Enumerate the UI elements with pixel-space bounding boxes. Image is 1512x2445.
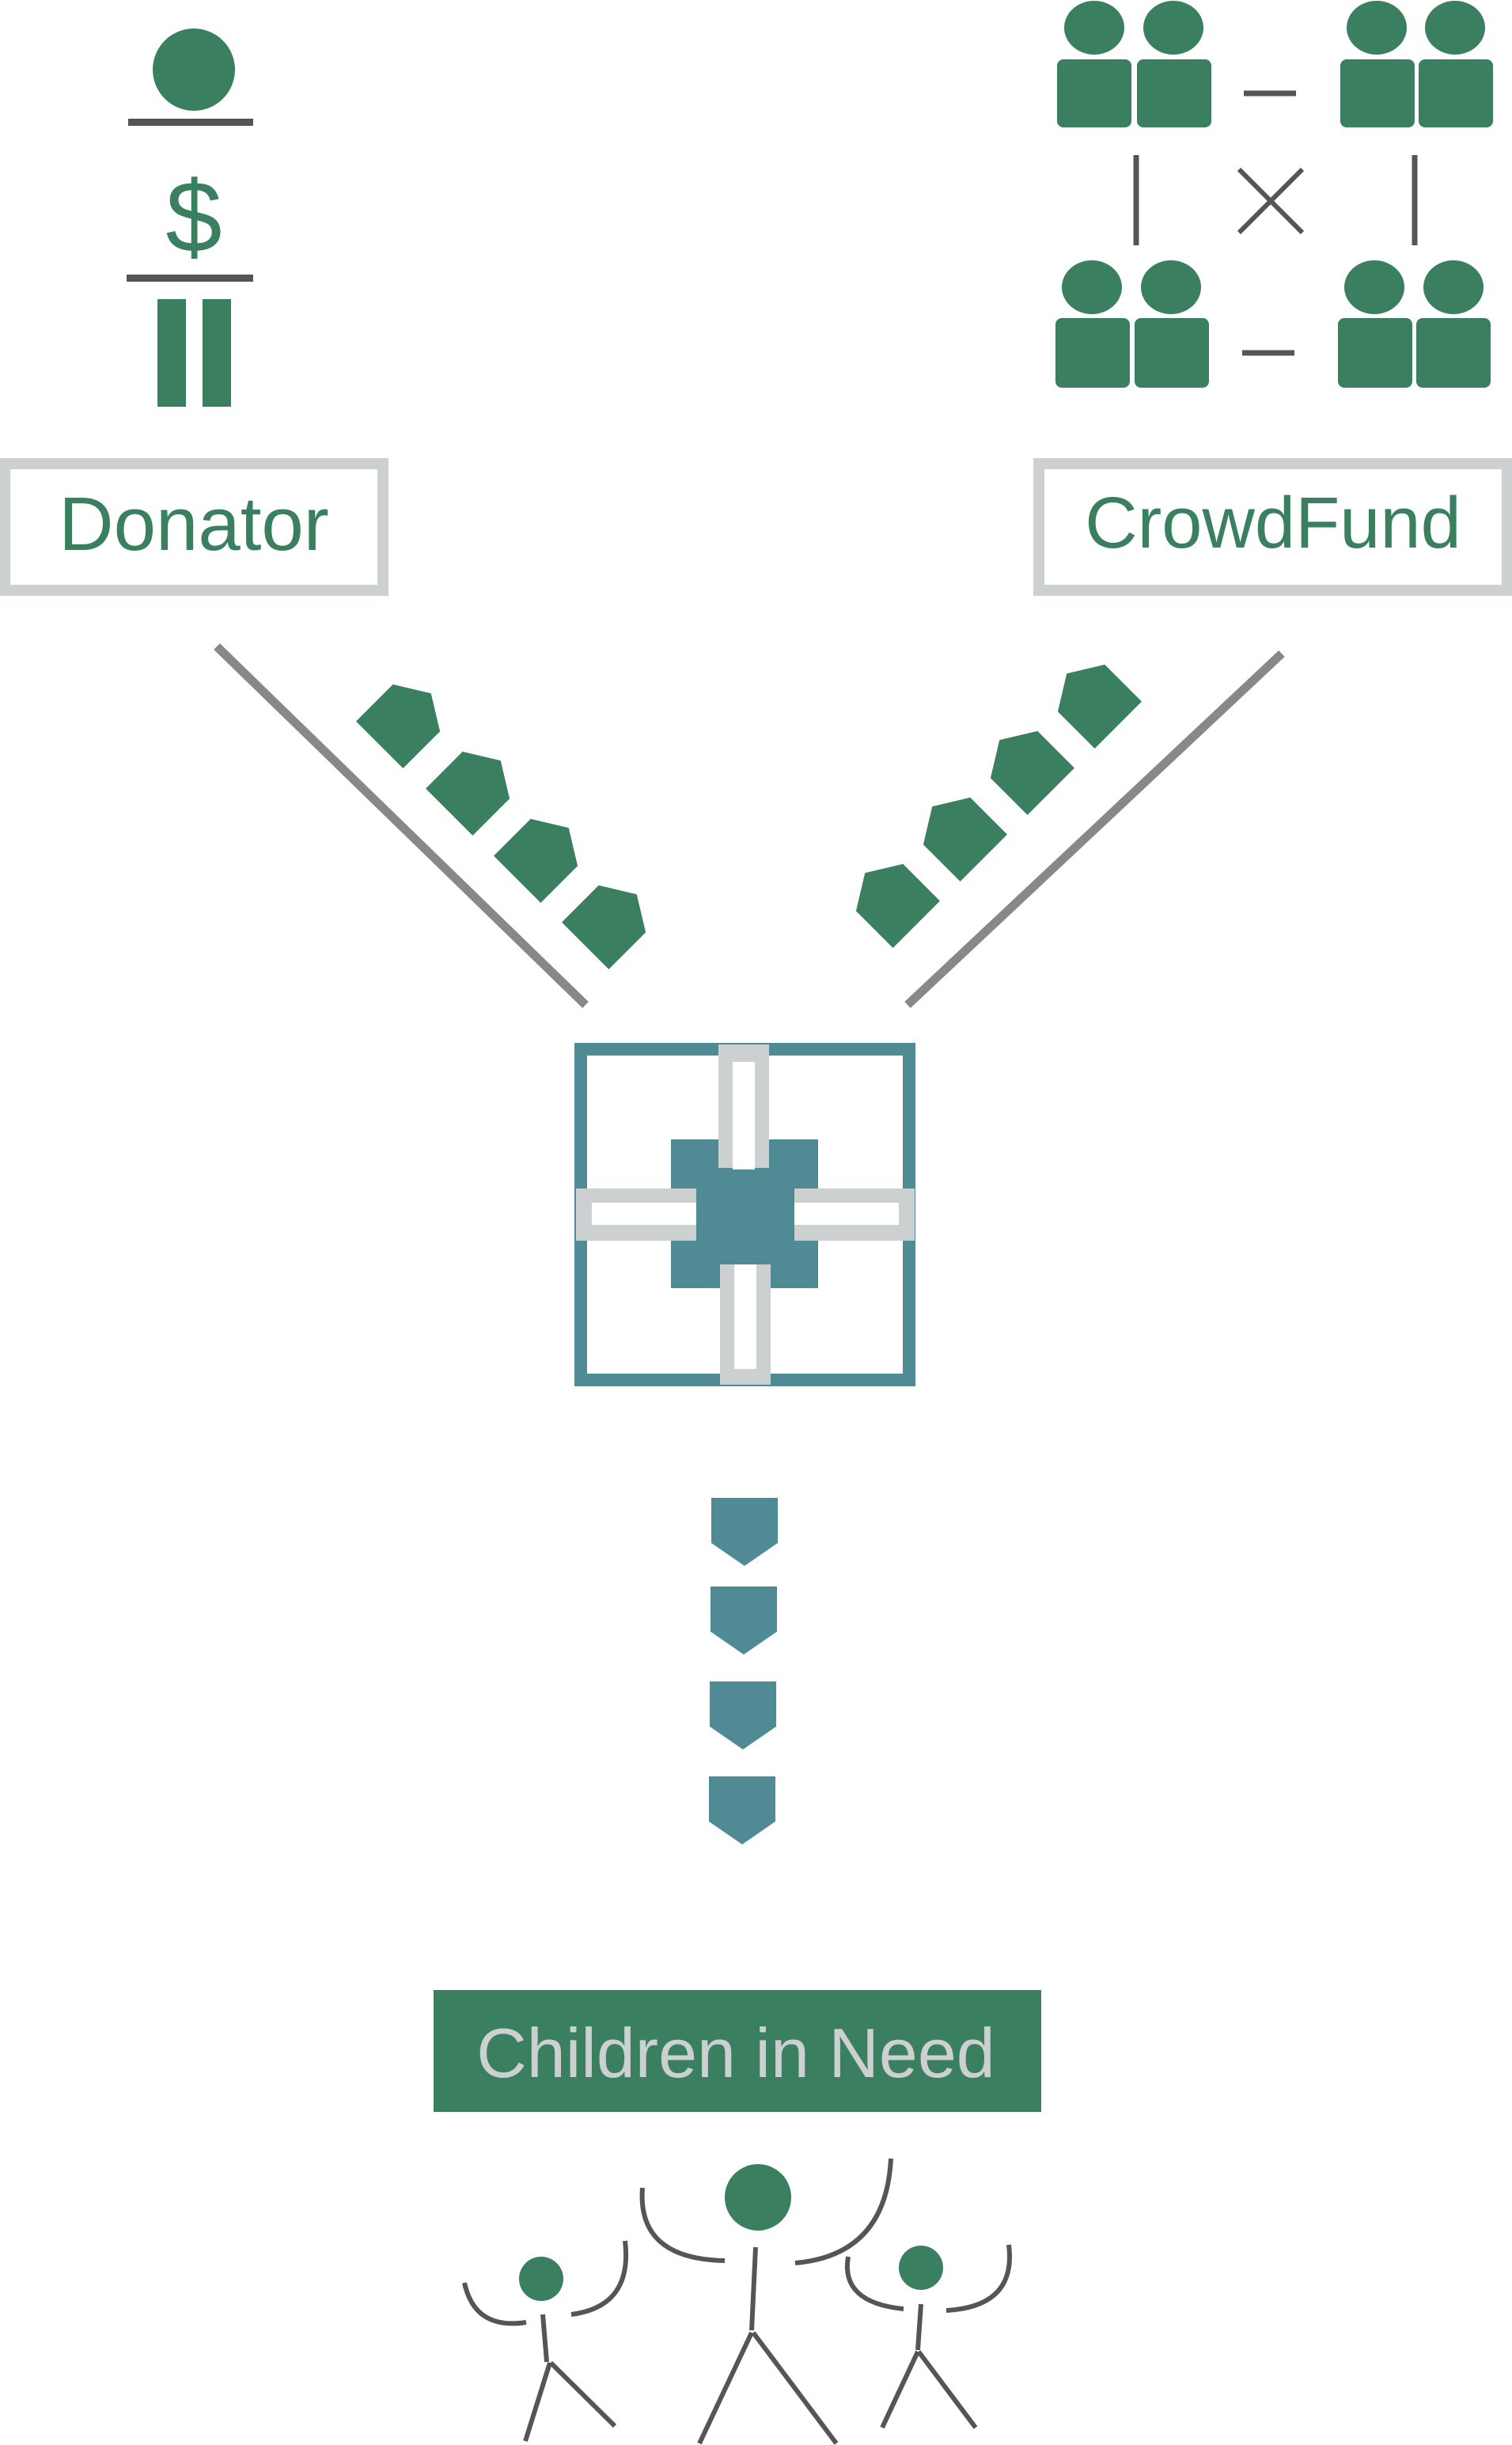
donator-leg-right-icon [203, 299, 231, 407]
hub-connector-top [718, 1044, 769, 1169]
crowd-person-icon [1135, 260, 1209, 388]
donator-label-box: Donator [0, 458, 388, 596]
crowd-person-icon [1055, 260, 1130, 388]
flow-arrow-down-icon [709, 1776, 775, 1844]
donator-leg-left-icon [157, 299, 186, 407]
right-guide-line [904, 650, 1285, 1009]
flow-arrow-icon [562, 885, 646, 969]
flow-arrow-icon [1057, 664, 1142, 749]
children-label-banner: Children in Need [434, 1990, 1041, 2112]
flow-arrow-icon [356, 684, 441, 768]
flow-arrow-icon [923, 797, 1007, 881]
children-label: Children in Need [476, 2014, 995, 2092]
donator-divider-top [128, 119, 253, 126]
flow-arrow-down-icon [711, 1498, 778, 1566]
children-label-background [434, 1990, 1041, 2112]
crowdfund-label-border [1033, 458, 1512, 596]
crowdfund-icon [1055, 1, 1493, 388]
flow-arrow-icon [855, 863, 940, 948]
hub-connector-left [576, 1188, 696, 1241]
donator-head-icon [153, 28, 235, 111]
left-guide-line [214, 643, 589, 1008]
crowd-cross-icon [1237, 167, 1305, 235]
child-figure-right-icon [844, 2244, 1012, 2429]
donator-divider-bottom [127, 275, 253, 282]
child-figure-center-icon [639, 2158, 893, 2445]
flow-arrow-down-icon [711, 1586, 777, 1655]
children-stick-figures-icon [462, 2158, 1012, 2445]
hub-connector-bottom [720, 1264, 771, 1385]
crowdfund-label-box: CrowdFund [1033, 458, 1512, 596]
flow-arrow-icon [426, 751, 510, 836]
hub-to-children-arrows [709, 1498, 778, 1844]
crowd-person-icon [1419, 1, 1493, 127]
donator-label-border [0, 458, 388, 596]
crowdfund-label: CrowdFund [1085, 483, 1461, 563]
child-figure-left-icon [462, 2240, 629, 2442]
crowd-person-icon [1416, 260, 1491, 388]
crowd-person-icon [1057, 1, 1131, 127]
donator-flow-arrows [356, 684, 646, 969]
hub-connector-right [794, 1188, 915, 1241]
donator-currency-symbol: $ [165, 161, 222, 274]
donator-icon: $ [127, 28, 253, 407]
crowd-person-icon [1340, 1, 1415, 127]
flow-arrow-icon [494, 818, 578, 903]
crowd-person-icon [1137, 1, 1211, 127]
crowd-person-icon [1338, 260, 1412, 388]
flow-arrow-down-icon [710, 1681, 776, 1749]
flow-arrow-icon [990, 730, 1074, 815]
crowdfund-flow-arrows [855, 664, 1142, 948]
donator-label: Donator [59, 482, 329, 567]
exchange-hub-icon [574, 1043, 915, 1386]
